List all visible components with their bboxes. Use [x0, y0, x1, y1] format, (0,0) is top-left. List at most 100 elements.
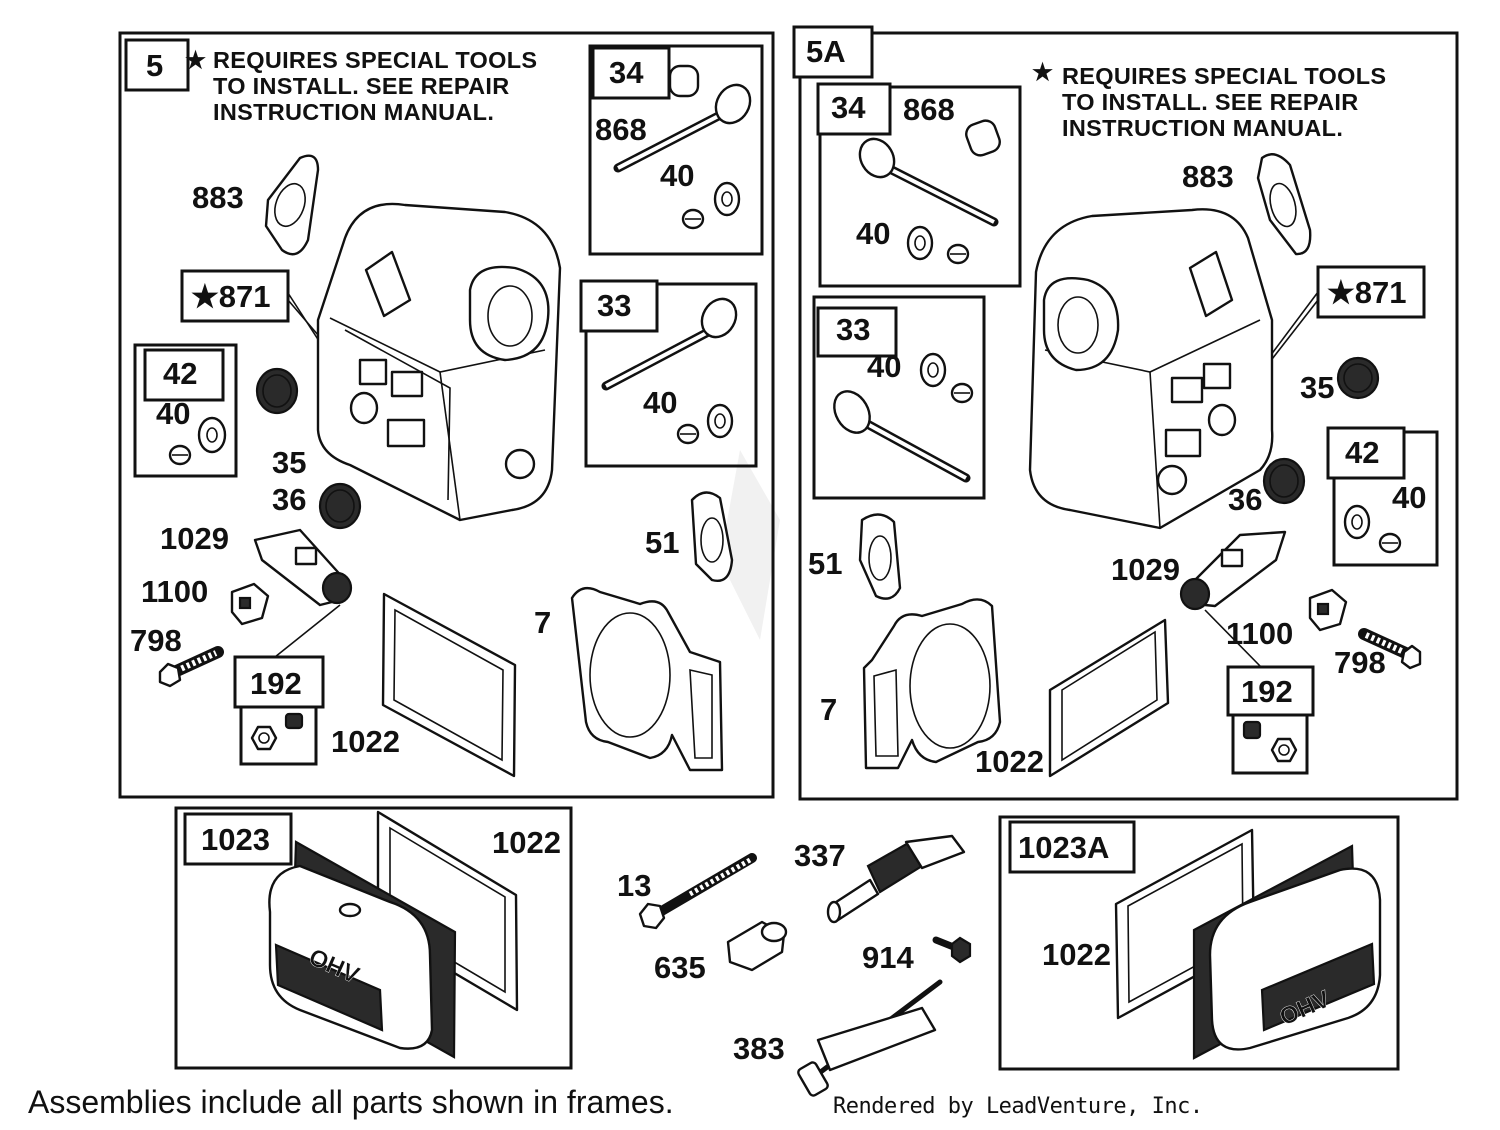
- rocker-cover-icon: OHV: [268, 840, 457, 1059]
- exhaust-gasket-icon: [1256, 153, 1312, 256]
- label-883-5a: 883: [1182, 159, 1234, 194]
- label-914: 914: [862, 940, 914, 975]
- valve-keeper-icon: [946, 243, 970, 265]
- frame-1023: 1023 1022 OHV: [174, 806, 573, 1070]
- valve-keeper-icon: [950, 382, 974, 404]
- rocker-cover-gasket-icon: [1048, 618, 1170, 778]
- frame-5a-id: 5A: [806, 34, 846, 69]
- cylinder-head-icon: [316, 202, 562, 522]
- frame-5a: 5A ★ REQUIRES SPECIAL TOOLS TO INSTALL. …: [792, 25, 1459, 801]
- label-1022-cover: 1022: [492, 825, 561, 860]
- label-1022-5a: 1022: [975, 744, 1044, 779]
- frame-5-id-box: [124, 38, 190, 92]
- valve-spring-icon: [318, 482, 362, 530]
- label-1022: 1022: [331, 724, 400, 759]
- frame-5-border: [118, 31, 775, 799]
- label-337: 337: [794, 838, 846, 873]
- label-51: 51: [645, 525, 679, 560]
- frame-5-box-42: [133, 343, 238, 478]
- label-7-5a: 7: [820, 692, 837, 727]
- label-1100: 1100: [141, 574, 208, 609]
- label-33-5a: 33: [836, 312, 870, 347]
- guide-plate-icon: [230, 582, 270, 626]
- valve-keeper-icon: [168, 444, 192, 466]
- valve-seal-icon: [919, 352, 947, 388]
- label-871: ★871: [191, 279, 271, 314]
- valve-spring-icon: [255, 367, 299, 415]
- label-883: 883: [192, 180, 244, 215]
- nut-icon: [1270, 737, 1298, 763]
- rocker-stud-icon: [1358, 628, 1422, 670]
- label-868-5a: 868: [903, 92, 955, 127]
- set-screw-icon: [284, 712, 304, 730]
- label-1029-5a: 1029: [1111, 552, 1180, 587]
- cylinder-head-gasket-icon: [862, 598, 1002, 770]
- label-36: 36: [272, 482, 306, 517]
- rocker-cover-icon: OHV: [1192, 844, 1382, 1060]
- intake-gasket-icon: [690, 491, 734, 582]
- exhaust-gasket-icon: [264, 154, 320, 256]
- render-credit: Rendered by LeadVenture, Inc.: [833, 1094, 1203, 1119]
- intake-valve-icon: [833, 390, 971, 483]
- label-868: 868: [595, 112, 647, 147]
- label-40-5a: 40: [856, 216, 890, 251]
- label-51-5a: 51: [808, 546, 842, 581]
- spark-plug-wrench-icon: [797, 979, 943, 1097]
- frame-5a-box-34-tag: [816, 82, 892, 136]
- label-798: 798: [130, 623, 182, 658]
- star-icon: ★: [1032, 59, 1054, 85]
- label-35: 35: [272, 445, 306, 480]
- label-42: 42: [163, 356, 197, 391]
- frame-5-box-33-tag: [579, 279, 659, 333]
- frame-5a-id-box: [792, 25, 874, 79]
- label-192: 192: [250, 666, 302, 701]
- label-40-c-5a: 40: [1392, 480, 1426, 515]
- frame-5a-box-192: [1231, 710, 1309, 775]
- cylinder-head-gasket-icon: [570, 586, 724, 772]
- note-line1: REQUIRES SPECIAL TOOLS: [213, 47, 537, 73]
- rocker-arm-icon: [253, 528, 353, 607]
- valve-spring-icon: [1262, 457, 1306, 505]
- frame-1023-border: [174, 806, 573, 1070]
- frame-5-box-192: [239, 703, 318, 766]
- note-line3-5a: INSTRUCTION MANUAL.: [1062, 115, 1343, 141]
- rocker-arm-icon: [1179, 530, 1287, 611]
- label-871-5a: ★871: [1327, 275, 1407, 310]
- intake-valve-icon: [601, 297, 738, 391]
- valve-guide-icon: [965, 119, 1001, 157]
- label-13: 13: [617, 868, 651, 903]
- rocker-cover-gasket-icon: [381, 592, 517, 778]
- frame-5a-box-33: [812, 295, 986, 500]
- head-bolt-icon: [638, 853, 757, 930]
- label-1100-5a: 1100: [1226, 616, 1293, 651]
- loose-parts: 13 337 635 914 383: [617, 834, 972, 1097]
- label-1023: 1023: [201, 822, 270, 857]
- valve-seal-icon: [713, 181, 741, 217]
- frame-1023a-border: [998, 815, 1400, 1071]
- frame-1023-tag: [183, 812, 293, 866]
- label-192-5a: 192: [1241, 674, 1293, 709]
- note-line2-5a: TO INSTALL. SEE REPAIR: [1062, 89, 1358, 115]
- frame-5-box-42-tag: [143, 348, 225, 402]
- valve-seal-icon: [706, 403, 734, 439]
- label-7: 7: [534, 605, 551, 640]
- frame-1023a-tag: [1008, 820, 1136, 874]
- label-40: 40: [660, 158, 694, 193]
- frame-5a-box-33-tag: [816, 306, 898, 358]
- valve-keeper-icon: [681, 208, 705, 230]
- valve-seal-icon: [197, 416, 227, 454]
- valve-seal-icon: [906, 225, 934, 261]
- rocker-stud-icon: [158, 646, 224, 688]
- label-383: 383: [733, 1031, 785, 1066]
- frame-5a-box-42-tag: [1326, 426, 1406, 480]
- label-40-c: 40: [156, 396, 190, 431]
- spark-plug-icon: [826, 834, 966, 924]
- label-1029: 1029: [160, 521, 229, 556]
- frame-1023a: 1023A 1022 OHV: [998, 815, 1400, 1071]
- valve-spring-icon: [1336, 356, 1380, 400]
- label-36-5a: 36: [1228, 482, 1262, 517]
- valve-seal-icon: [1343, 504, 1371, 540]
- label-34: 34: [609, 55, 644, 90]
- label-635: 635: [654, 950, 706, 985]
